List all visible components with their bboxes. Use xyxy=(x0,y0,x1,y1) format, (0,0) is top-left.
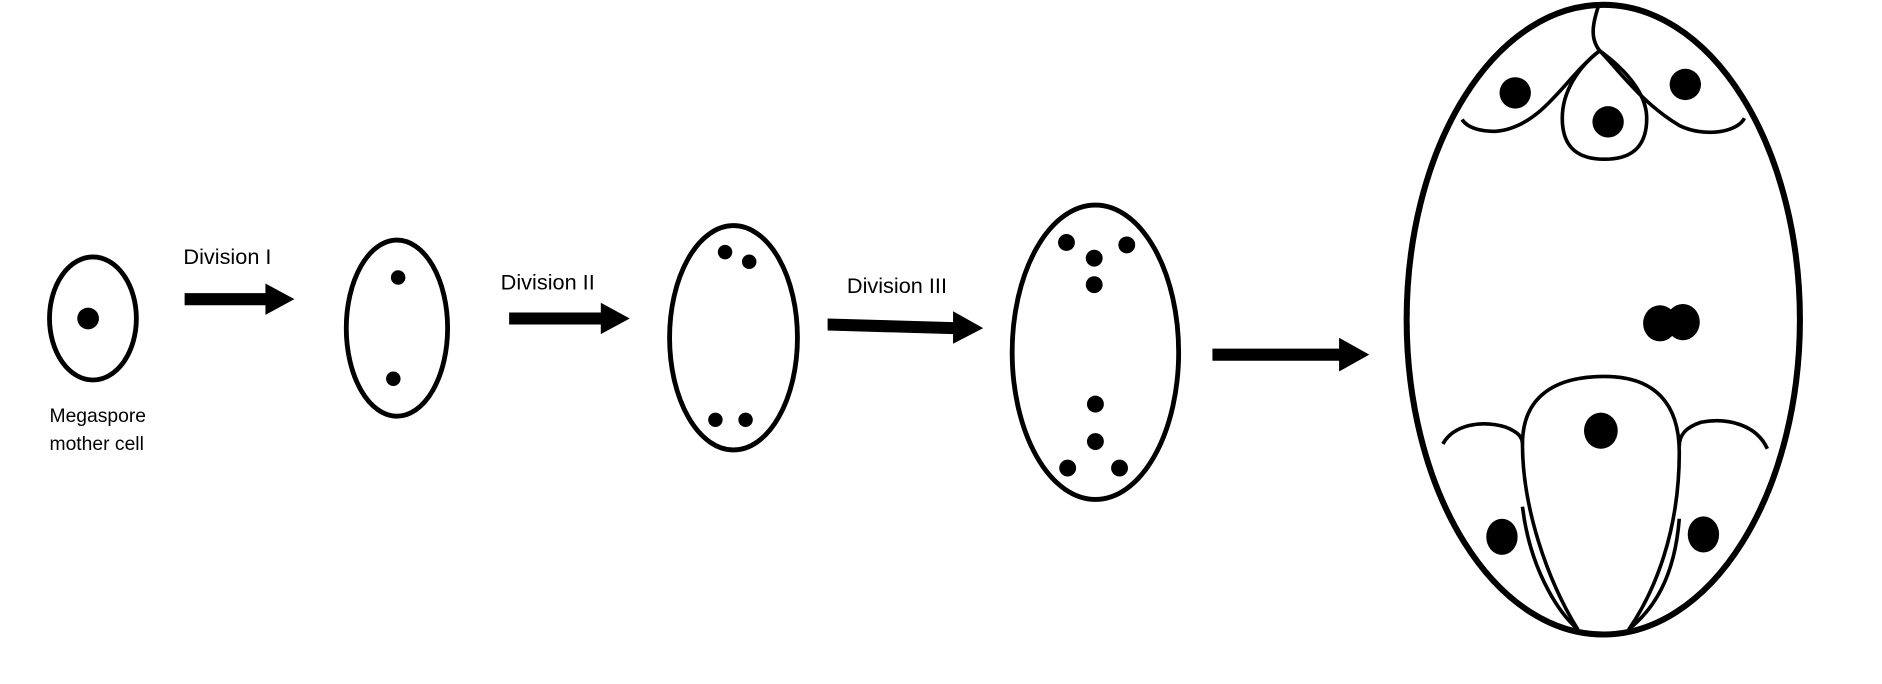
division-2-label: Division II xyxy=(501,270,595,295)
polar-nucleus xyxy=(1666,304,1700,341)
four-nucleate-cell xyxy=(667,223,800,453)
nucleus xyxy=(1085,276,1103,294)
nucleus xyxy=(1111,459,1128,477)
arrow-icon xyxy=(184,283,295,315)
nucleus xyxy=(1058,234,1075,251)
megaspore-mother-cell xyxy=(47,254,139,383)
nucleus xyxy=(1085,249,1103,267)
nucleus xyxy=(1118,236,1136,254)
nucleus xyxy=(717,244,733,260)
embryo-sac xyxy=(1403,1,1803,638)
nucleus xyxy=(77,307,99,330)
nucleus xyxy=(386,371,401,387)
arrow-icon xyxy=(1212,337,1370,372)
nucleus xyxy=(708,412,723,428)
division-1-label: Division I xyxy=(183,244,271,269)
arrow-icon xyxy=(509,302,630,335)
antipodal-cells xyxy=(1460,5,1747,162)
mother-cell-label-line2: mother cell xyxy=(50,434,144,455)
nucleus xyxy=(738,412,753,428)
egg-nucleus xyxy=(1583,412,1618,449)
antipodal-nucleus xyxy=(1499,77,1531,109)
antipodal-nucleus xyxy=(1669,68,1701,101)
nucleus xyxy=(741,254,757,270)
synergid-nucleus xyxy=(1486,518,1518,555)
egg-apparatus xyxy=(1441,374,1769,631)
two-nucleate-cell xyxy=(343,237,451,419)
nucleus xyxy=(1059,459,1077,477)
nucleus xyxy=(1086,395,1104,413)
eight-nucleate-cell xyxy=(1009,202,1182,502)
synergid-nucleus xyxy=(1687,516,1720,553)
mother-cell-label-line1: Megaspore xyxy=(50,406,147,427)
nucleus xyxy=(390,270,406,285)
antipodal-nucleus xyxy=(1592,106,1624,138)
division-3-label: Division III xyxy=(847,273,947,298)
nucleus xyxy=(1086,433,1104,450)
arrow-icon xyxy=(827,311,984,344)
